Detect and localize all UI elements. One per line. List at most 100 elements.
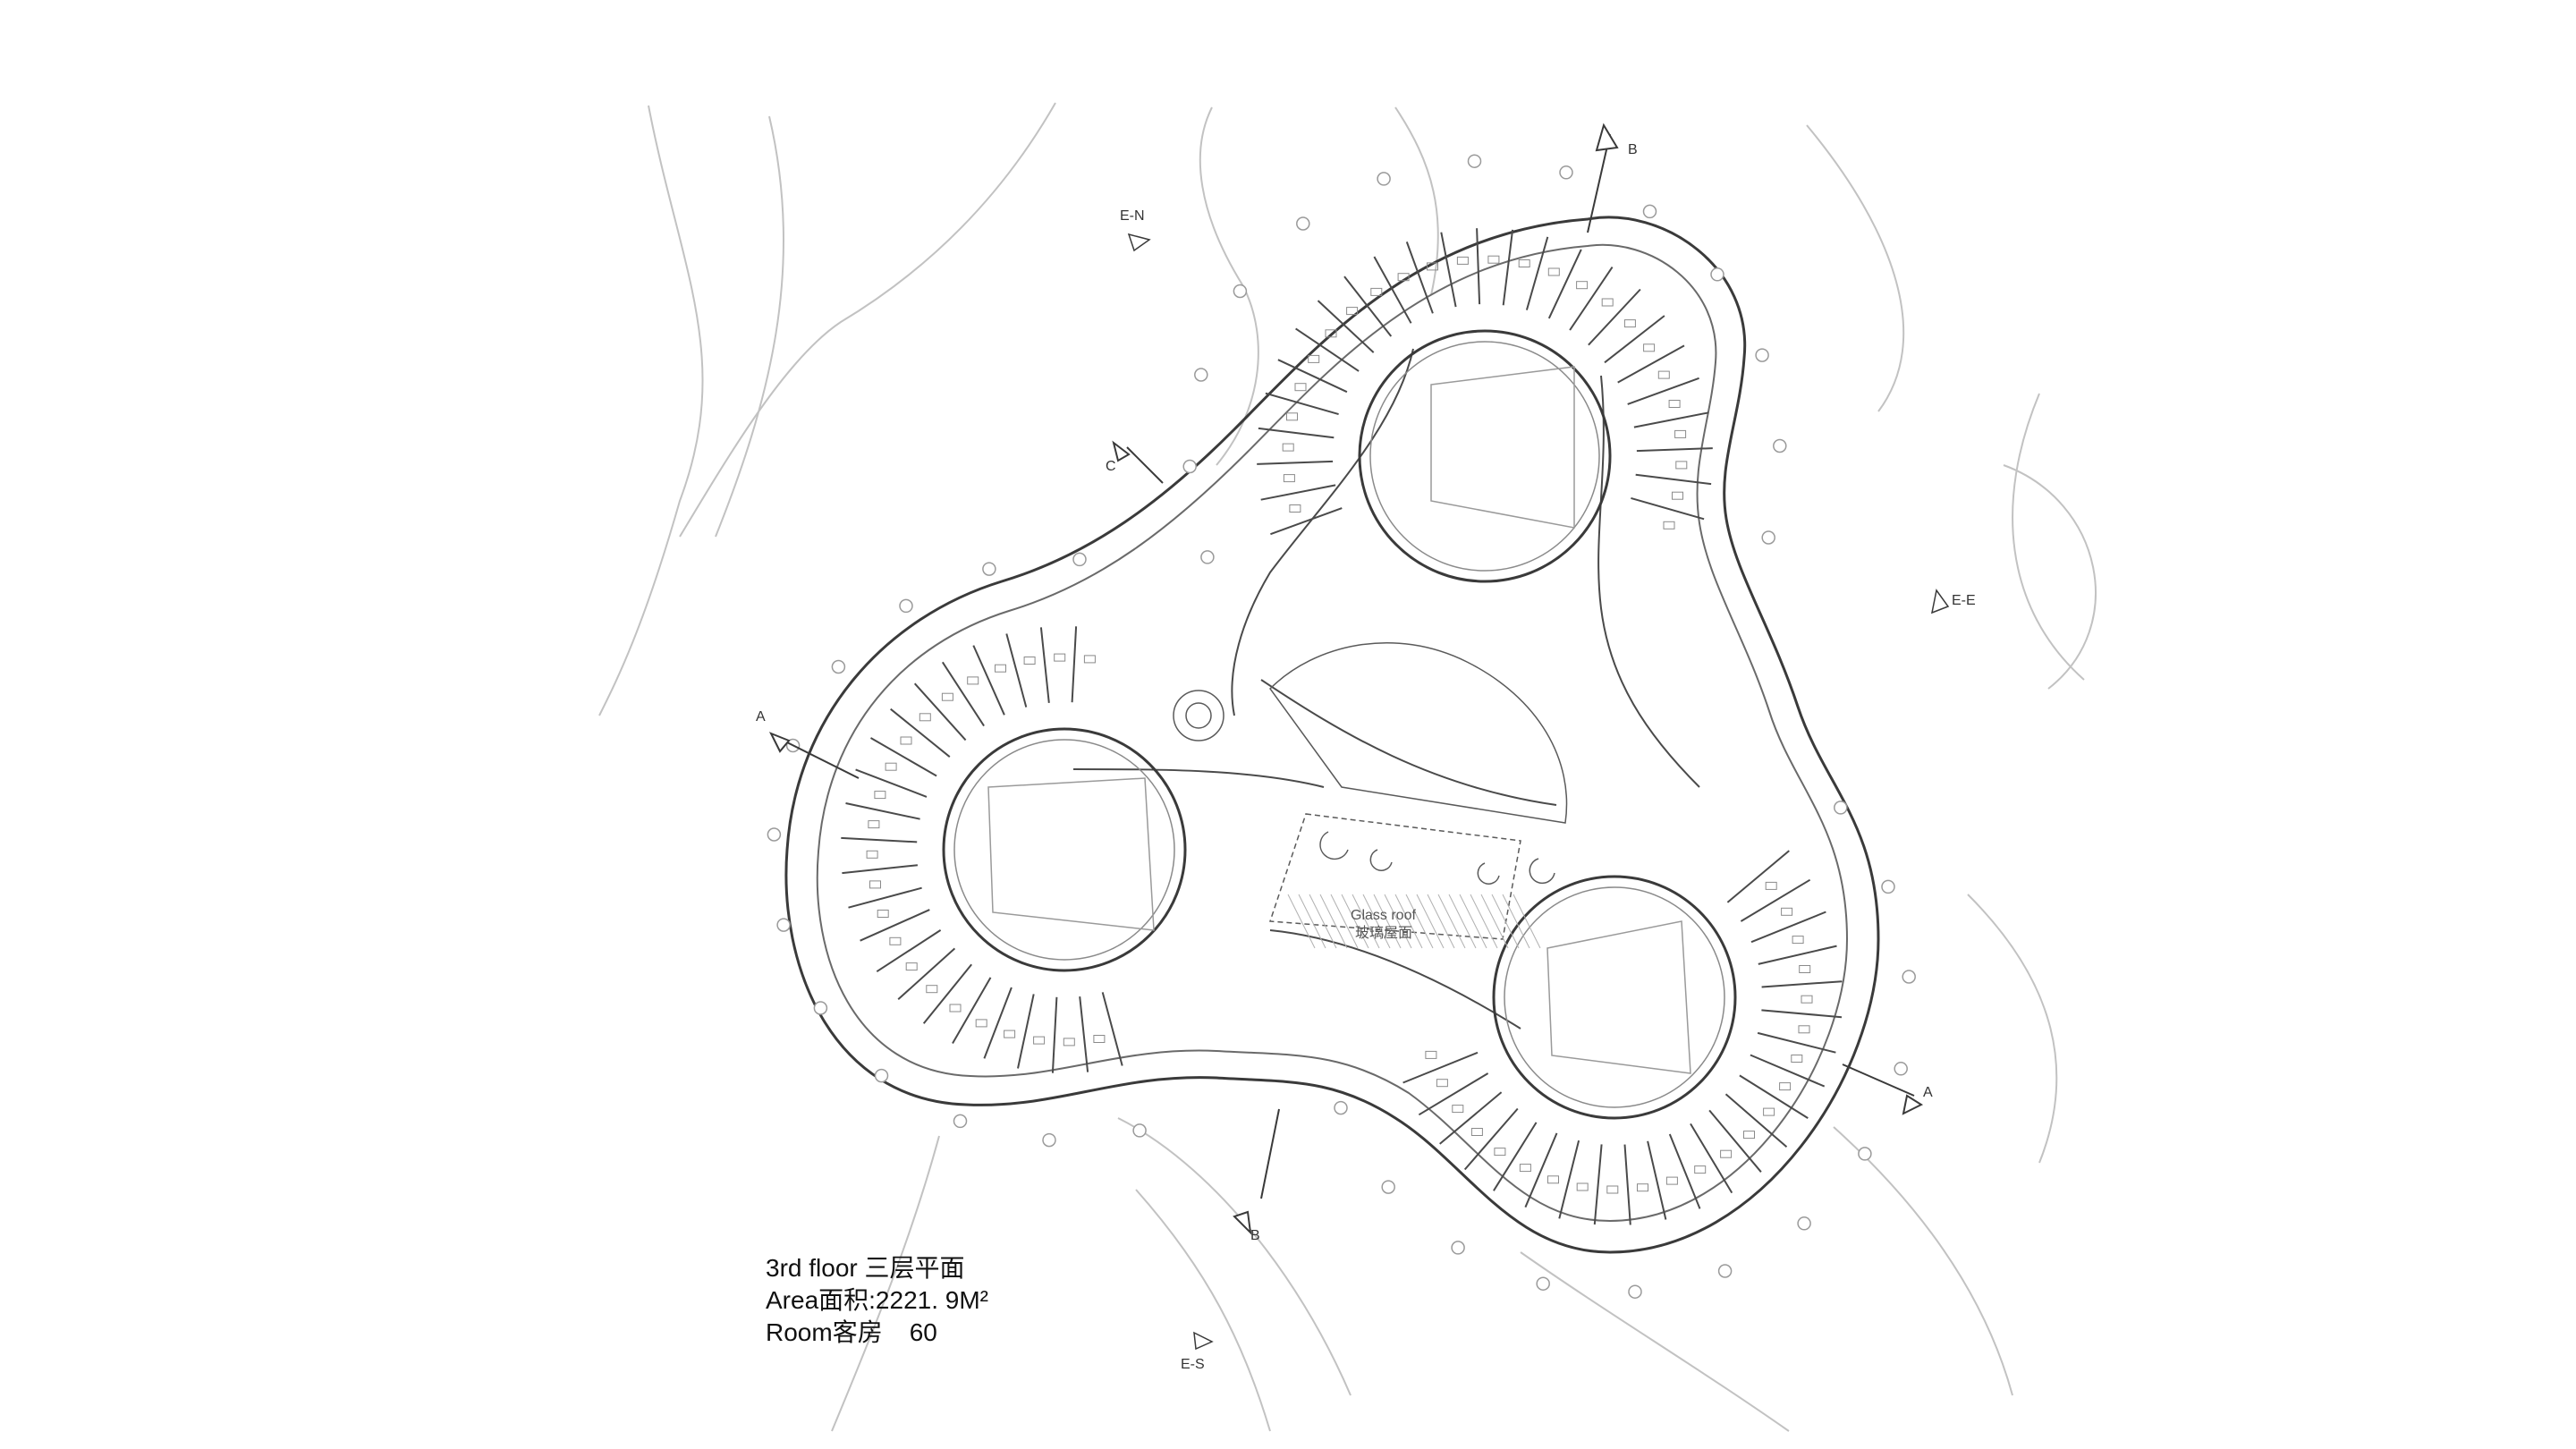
grid-bubble: [767, 827, 782, 842]
section-markers: [768, 123, 1924, 1235]
grid-bubble: [1894, 1062, 1908, 1076]
room-furniture: [1494, 1148, 1506, 1157]
room-furniture: [1781, 907, 1793, 916]
hatch-line: [1502, 894, 1530, 949]
room-partition: [1758, 945, 1837, 965]
hatch-line: [1287, 894, 1316, 949]
room-partition: [1270, 507, 1343, 536]
room-partition: [1476, 228, 1481, 305]
grid-bubble: [1755, 348, 1769, 362]
hatch-line: [1459, 894, 1487, 949]
room-partition: [1257, 460, 1334, 465]
grid-bubble: [1042, 1132, 1056, 1148]
room-partition: [1317, 300, 1375, 353]
room-furniture: [1487, 255, 1500, 264]
room-partition: [876, 929, 942, 973]
room-furniture: [995, 664, 1006, 673]
hatch-line: [1405, 894, 1434, 949]
room-furniture: [1779, 1082, 1792, 1091]
elevation-marker-north: E-N: [1120, 208, 1145, 224]
room-furniture: [1643, 343, 1656, 352]
room-partition: [1690, 1123, 1733, 1194]
grid-bubble: [1377, 172, 1391, 186]
room-count-label: Room客房: [766, 1318, 883, 1346]
elevation-marker-south: E-S: [1181, 1357, 1205, 1372]
hatch-line: [1448, 894, 1477, 949]
grid-bubble: [1200, 550, 1215, 564]
hatch-line: [1491, 894, 1520, 949]
room-partition: [1051, 996, 1058, 1073]
room-furniture: [1283, 474, 1295, 483]
hatch-line: [1352, 894, 1380, 949]
room-furniture: [1798, 1025, 1810, 1034]
room-partition: [941, 661, 985, 727]
room-partition: [1750, 1054, 1826, 1088]
room-furniture: [926, 985, 938, 994]
room-partition: [1101, 992, 1123, 1066]
elevation-marker-symbols: [1127, 233, 1950, 1351]
floor-title: 3rd floor 三层平面: [766, 1254, 965, 1282]
room-count-value: 60: [909, 1318, 937, 1346]
hatch-line: [1427, 894, 1455, 949]
grid-bubble: [1761, 530, 1775, 545]
courtyard-north: [1358, 329, 1612, 583]
room-partition: [983, 987, 1013, 1059]
room-partition: [1440, 232, 1457, 308]
room-furniture: [868, 820, 880, 829]
grid-bubble: [1451, 1241, 1465, 1255]
room-furniture: [1601, 298, 1614, 307]
grid-bubble: [982, 562, 996, 576]
section-marker-a-right: A: [1923, 1085, 1933, 1100]
room-furniture: [1694, 1165, 1707, 1174]
room-furniture: [1668, 400, 1681, 408]
room-furniture: [1470, 1128, 1483, 1136]
grid-bubble: [776, 918, 791, 932]
room-partition: [841, 836, 918, 843]
room-furniture: [889, 936, 902, 945]
room-partition: [1631, 496, 1705, 521]
grid-bubble: [1628, 1284, 1642, 1299]
room-partition: [1750, 911, 1826, 944]
room-furniture: [874, 791, 886, 800]
room-partition: [1373, 256, 1412, 324]
room-partition: [1708, 1109, 1762, 1173]
room-partition: [1617, 344, 1685, 384]
room-furniture: [1576, 1182, 1589, 1191]
room-furniture: [1289, 504, 1301, 513]
grid-bubble: [1642, 204, 1657, 219]
grid-bubble: [1182, 459, 1197, 474]
room-furniture: [1657, 370, 1670, 379]
room-partition: [1493, 1122, 1538, 1191]
room-partition: [913, 682, 967, 741]
glass-roof-hatch: [1287, 894, 1541, 949]
room-partition: [1558, 1140, 1580, 1219]
room-partition: [1405, 242, 1434, 314]
room-partition: [860, 909, 930, 942]
hatch-line: [1330, 894, 1359, 949]
room-furniture: [866, 850, 878, 859]
room-furniture: [1547, 267, 1560, 276]
room-furniture: [1063, 1038, 1075, 1046]
room-partition: [1277, 359, 1348, 394]
room-furniture: [1397, 273, 1410, 282]
hatch-line: [1470, 894, 1498, 949]
room-partition: [869, 737, 937, 777]
room-furniture: [1004, 1030, 1016, 1038]
room-partition: [897, 947, 956, 1001]
grid-bubble: [1902, 970, 1916, 984]
room-partition: [848, 886, 922, 909]
room-partition: [1593, 1144, 1603, 1225]
courtyard-west: [942, 727, 1187, 972]
room-partition: [1724, 1093, 1788, 1148]
room-furniture: [1672, 491, 1683, 500]
room-furniture: [1286, 412, 1298, 421]
room-partition: [1017, 994, 1035, 1069]
room-partition: [1633, 411, 1709, 428]
grid-bubble: [1194, 368, 1208, 382]
room-furniture: [1801, 995, 1813, 1004]
room-partition: [1636, 447, 1713, 453]
room-furniture: [1799, 965, 1811, 973]
room-furniture: [1054, 653, 1066, 662]
